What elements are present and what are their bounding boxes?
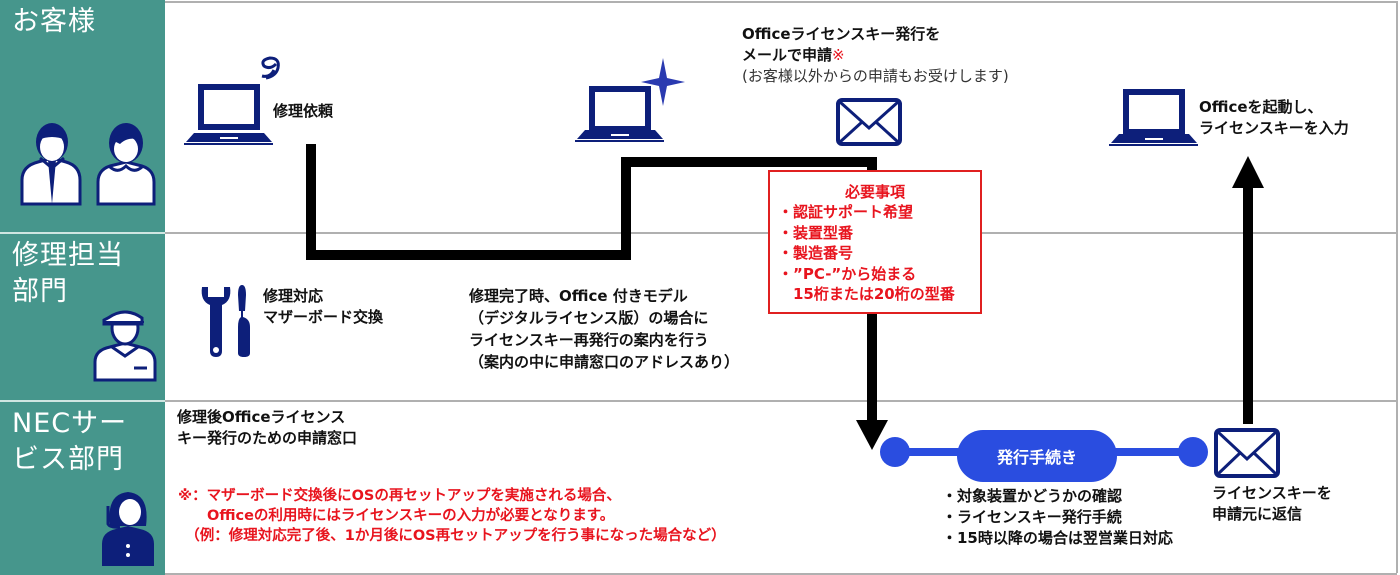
process-steps: ・対象装置かどうかの確認 ・ライセンスキー発行手続 ・15時以降の場合は翌営業日… <box>942 486 1173 549</box>
laptop-icon <box>1109 89 1198 146</box>
reply-mail-envelope-icon <box>1214 428 1280 478</box>
process-step: ・ライセンスキー発行手続 <box>942 508 1122 526</box>
repair-action-text: 修理対応 マザーボード交換 <box>263 286 383 328</box>
start-office-text: Officeを起動し、 ライセンスキーを入力 <box>1199 97 1349 139</box>
guide-line: （案内の中に申請窓口のアドレスあり） <box>469 353 740 371</box>
application-window-line: キー発行のための申請窓口 <box>177 429 358 447</box>
application-window-text: 修理後Officeライセンス キー発行のための申請窓口 <box>177 407 357 449</box>
repair-technician-icon <box>93 310 157 382</box>
lane-title-customer: お客様 <box>12 6 96 37</box>
mail-request-line2: メールで申請 <box>742 46 833 64</box>
call-center-operator-icon <box>102 492 154 566</box>
repair-tools-icon <box>201 285 250 357</box>
reply-line: ライセンスキーを <box>1212 484 1332 502</box>
laptop-confused-icon <box>184 56 280 145</box>
required-items-box: 必要事項 ・認証サポート希望 ・装置型番 ・製造番号 ・”PC-”から始まる 1… <box>768 170 982 314</box>
guide-line: 修理完了時、Office 付きモデル <box>469 287 688 305</box>
note-reference-mark: ※ <box>832 46 845 64</box>
lane-title-nec-service: NECサー ビス部門 <box>12 406 127 478</box>
required-items-heading: 必要事項 <box>844 183 905 201</box>
lane-label-nec-service: NECサー ビス部門 <box>0 402 165 575</box>
lane-label-repair-dept: 修理担当 部門 <box>0 234 165 400</box>
lane-title-repair-dept: 修理担当 部門 <box>12 238 124 310</box>
mail-envelope-icon <box>836 98 902 146</box>
process-step: ・15時以降の場合は翌営業日対応 <box>942 529 1173 547</box>
mail-request-text: Officeライセンスキー発行を メールで申請※ (お客様以外からの申請もお受け… <box>742 24 1009 87</box>
required-item: ・”PC-”から始まる <box>778 264 917 283</box>
required-item: ・装置型番 <box>778 223 854 242</box>
laptop-sparkle-icon <box>575 58 685 142</box>
start-office-line: ライセンスキーを入力 <box>1199 119 1349 137</box>
repair-action-line: マザーボード交換 <box>263 308 384 326</box>
reply-line: 申請元に返信 <box>1212 505 1303 523</box>
lane-title-line: NECサー <box>12 408 128 439</box>
guide-line: ライセンスキー再発行の案内を行う <box>469 331 709 349</box>
mail-request-note: (お客様以外からの申請もお受けします) <box>742 67 1009 85</box>
issuance-process-pill: 発行手続き <box>957 430 1117 482</box>
note-line: （例：修理対応完了後、1か月後にOS再セットアップを行う事になった場合など） <box>178 528 726 544</box>
repair-action-line: 修理対応 <box>263 287 324 305</box>
arrow-up-icon <box>1232 156 1264 188</box>
required-item: 15桁または20桁の型番 <box>778 285 955 303</box>
lane-title-line: ビス部門 <box>12 444 124 475</box>
reply-text: ライセンスキーを 申請元に返信 <box>1212 483 1332 525</box>
guide-line: （デジタルライセンス版）の場合に <box>469 309 709 327</box>
lane-separator <box>0 232 165 234</box>
os-reinstall-note: ※：マザーボード交換後にOSの再セットアップを実施される場合、 Officeの利… <box>178 486 726 546</box>
repair-guide-text: 修理完了時、Office 付きモデル （デジタルライセンス版）の場合に ライセン… <box>469 285 739 373</box>
note-line: Officeの利用時にはライセンスキーの入力が必要となります。 <box>178 508 615 524</box>
process-node-start <box>880 437 910 467</box>
application-window-line: 修理後Officeライセンス <box>177 408 346 426</box>
lane-separator <box>0 400 165 402</box>
repair-request-label: 修理依頼 <box>273 102 334 120</box>
mail-request-line: メールで申請※ <box>742 45 1009 66</box>
lane-title-line: 修理担当 <box>12 240 124 271</box>
process-step: ・対象装置かどうかの確認 <box>942 487 1123 505</box>
arrow-down-icon <box>856 420 888 450</box>
required-item: ・認証サポート希望 <box>778 203 914 221</box>
process-node-end <box>1178 437 1208 467</box>
right-border <box>1396 1 1398 573</box>
required-item: ・製造番号 <box>778 244 854 262</box>
customers-icon <box>20 123 156 206</box>
note-line: ※：マザーボード交換後にOSの再セットアップを実施される場合、 <box>178 488 621 504</box>
lane-body-nec-service <box>165 400 1397 575</box>
start-office-line: Officeを起動し、 <box>1199 98 1323 116</box>
mail-request-line: Officeライセンスキー発行を <box>742 25 941 43</box>
lane-title-line: 部門 <box>12 276 68 307</box>
lane-label-customer: お客様 <box>0 0 165 232</box>
